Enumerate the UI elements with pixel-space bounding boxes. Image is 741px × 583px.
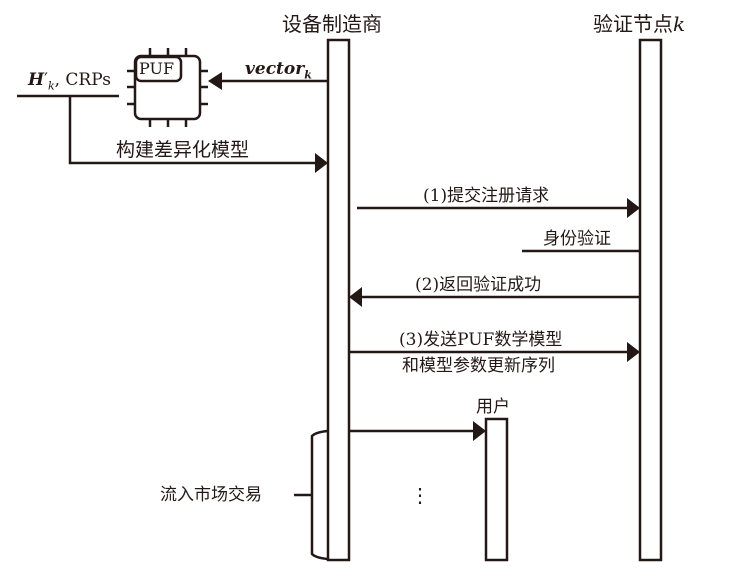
build-model-arrowhead-icon <box>315 153 328 173</box>
build-model-arrow <box>68 96 318 165</box>
step1-label: (1)提交注册请求 <box>423 186 550 206</box>
crps-text: , CRPs <box>54 70 111 90</box>
step3-label-line1: (3)发送PUF数学模型 <box>399 330 563 350</box>
step3-label-line2: 和模型参数更新序列 <box>402 356 555 376</box>
step2-arrowhead-icon <box>349 287 362 307</box>
puf-output-label: H′k, CRPs <box>28 70 111 96</box>
puf-chip-label: PUF <box>139 59 175 78</box>
market-label: 流入市场交易 <box>160 485 262 505</box>
verifier-label: 验证节点k <box>593 12 685 36</box>
vector-arrowhead-icon <box>208 72 222 90</box>
ellipsis-icon: ⋮ <box>410 483 430 507</box>
step2-label: (2)返回验证成功 <box>415 275 542 295</box>
identity-check-label: 身份验证 <box>543 229 611 249</box>
h-var: H <box>28 70 45 90</box>
h-prime: ′ <box>44 70 48 90</box>
market-bracket <box>310 429 329 561</box>
verifier-label-k: k <box>673 12 686 36</box>
puf-chip-icon <box>127 48 208 127</box>
user-lifeline <box>484 417 509 562</box>
manufacturer-lifeline <box>326 38 351 562</box>
build-model-label: 构建差异化模型 <box>116 139 250 161</box>
step3-arrowhead-icon <box>627 342 640 362</box>
step1-arrowhead-icon <box>627 198 640 218</box>
vector-label: vectork <box>245 59 312 85</box>
verifier-lifeline <box>638 38 663 562</box>
user-label: 用户 <box>476 397 510 417</box>
verifier-label-text: 验证节点 <box>593 12 673 36</box>
vector-label-sub: k <box>304 68 312 82</box>
to-user-arrowhead-icon <box>473 421 486 441</box>
vector-label-text: vector <box>245 59 305 79</box>
h-sub: k <box>47 79 55 93</box>
manufacturer-label: 设备制造商 <box>282 12 382 36</box>
